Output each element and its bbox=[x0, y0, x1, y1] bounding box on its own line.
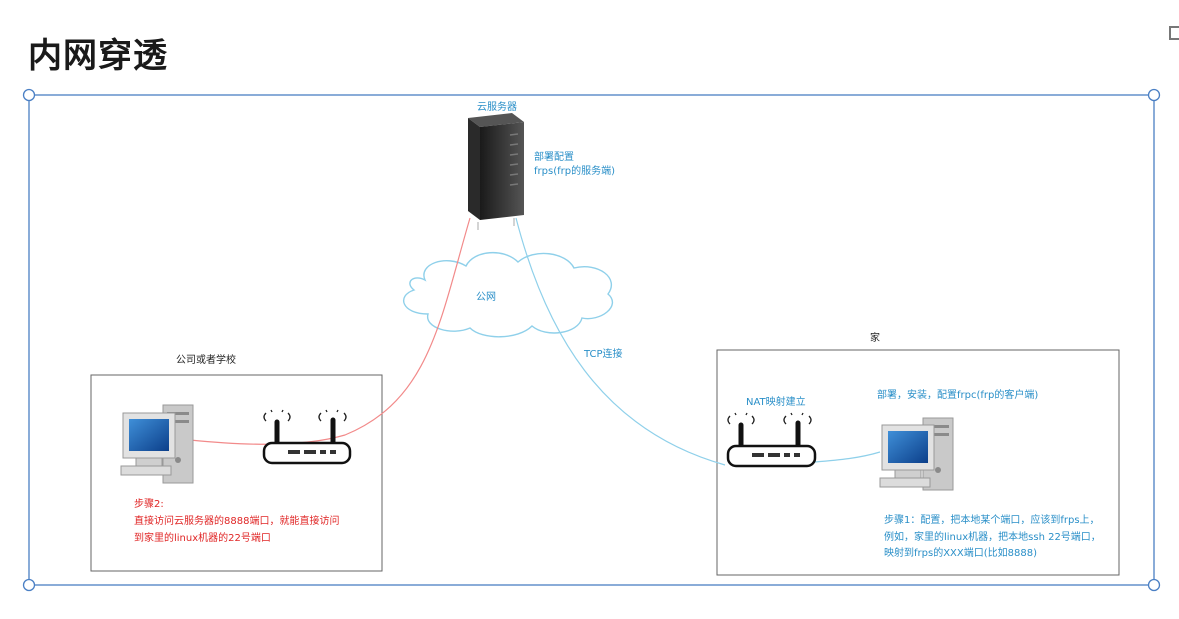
resize-handle[interactable] bbox=[1147, 578, 1161, 592]
cloud-server-label: 云服务器 bbox=[477, 102, 517, 113]
tcp-connection-label: TCP连接 bbox=[584, 349, 623, 360]
step2-title: 步骤2: bbox=[134, 499, 164, 510]
resize-handle[interactable] bbox=[1147, 88, 1161, 102]
server-config-line2: frps(frp的服务端) bbox=[534, 166, 615, 177]
home-computer-icon bbox=[879, 417, 954, 491]
resize-handle[interactable] bbox=[22, 88, 36, 102]
company-router-icon bbox=[262, 409, 352, 465]
red-link bbox=[189, 217, 471, 445]
nat-mapping-label: NAT映射建立 bbox=[746, 397, 806, 408]
step2-line2: 到家里的linux机器的22号端口 bbox=[134, 533, 271, 544]
home-link bbox=[814, 451, 881, 463]
home-title: 家 bbox=[870, 333, 880, 344]
page-title: 内网穿透 bbox=[28, 36, 168, 76]
step1-line1: 步骤1：配置，把本地某个端口，应该到frps上， bbox=[884, 515, 1100, 526]
company-box bbox=[90, 374, 383, 572]
company-computer-icon bbox=[120, 404, 194, 484]
step2-line1: 直接访问云服务器的8888端口，就能直接访问 bbox=[134, 516, 340, 527]
frpc-deploy-label: 部署，安装，配置frpc(frp的客户端) bbox=[877, 390, 1039, 401]
expand-icon[interactable] bbox=[1169, 26, 1179, 40]
server-config-line1: 部署配置 bbox=[534, 152, 574, 163]
tcp-link bbox=[515, 217, 726, 466]
resize-handle[interactable] bbox=[22, 578, 36, 592]
company-title: 公司或者学校 bbox=[176, 355, 236, 366]
internet-label: 公网 bbox=[476, 292, 496, 303]
internet-cloud bbox=[402, 251, 614, 338]
selection-frame[interactable] bbox=[22, 88, 1161, 592]
server-icon bbox=[468, 113, 524, 230]
step1-line3: 映射到frps的XXX端口(比如8888) bbox=[884, 548, 1037, 559]
home-router-icon bbox=[726, 412, 817, 468]
step1-line2: 例如，家里的linux机器，把本地ssh 22号端口， bbox=[884, 532, 1101, 543]
